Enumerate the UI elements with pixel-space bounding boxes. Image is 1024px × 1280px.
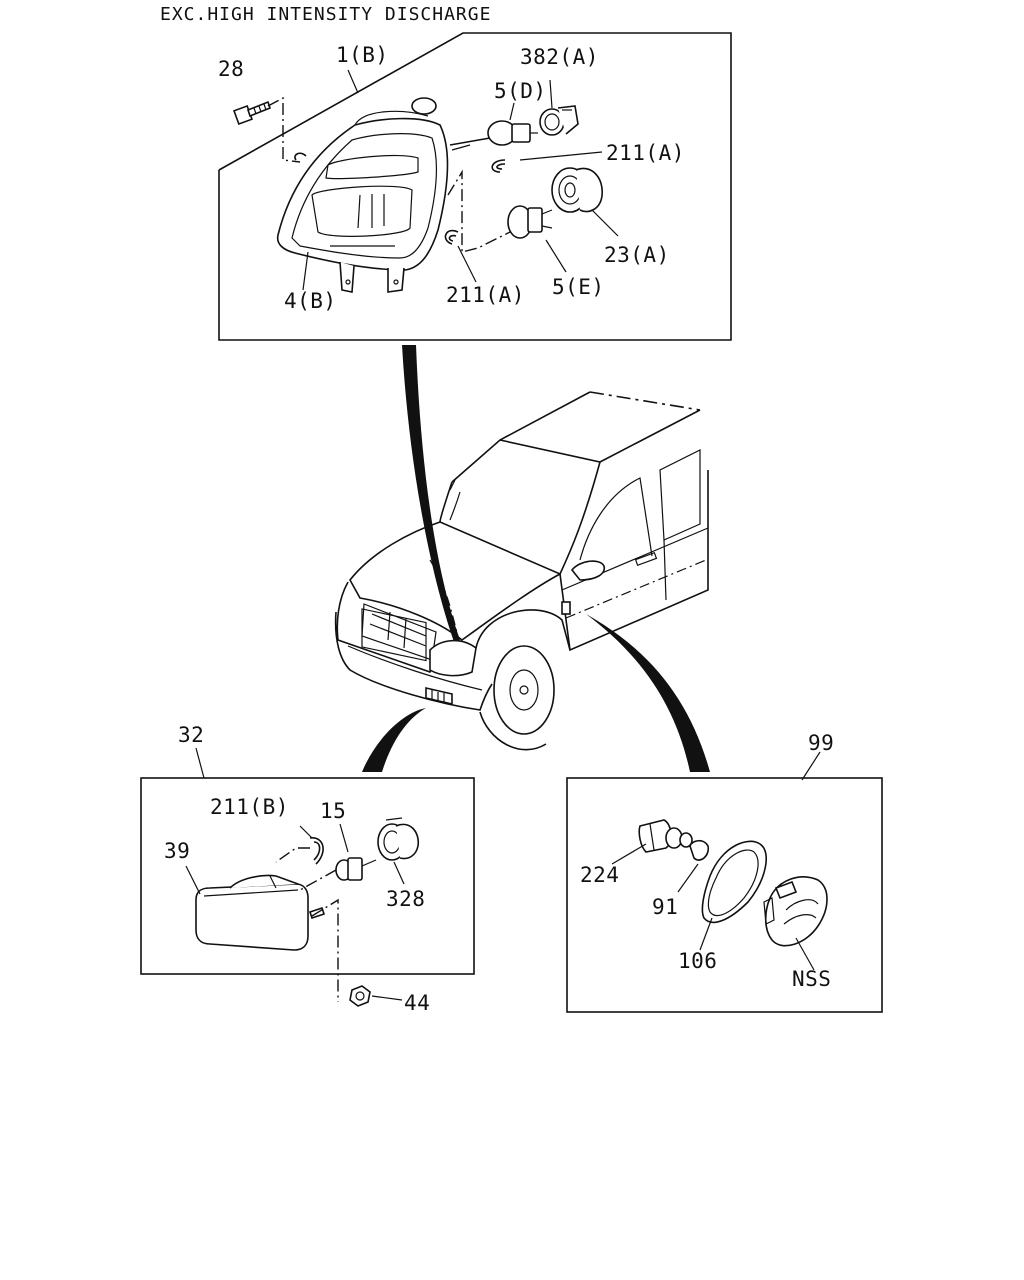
label-1b: 1(B): [336, 43, 389, 67]
label-224: 224: [580, 863, 619, 887]
label-382a: 382(A): [520, 45, 599, 69]
side-marker-assembly-box: [566, 751, 883, 1013]
bolt-28: [233, 96, 301, 163]
headlamp-assembly-box: [218, 32, 732, 341]
headlamp-callout-pointer: [402, 345, 460, 642]
label-32: 32: [178, 723, 204, 747]
label-99: 99: [808, 731, 834, 755]
clip-211b: [275, 825, 324, 865]
side-marker-lens-nss: [763, 876, 828, 971]
label-44: 44: [404, 991, 430, 1015]
socket-328: [377, 817, 420, 885]
label-5e: 5(E): [552, 275, 605, 299]
clip-211a-top: [491, 159, 506, 173]
label-5d: 5(D): [494, 79, 547, 103]
diagram-title: EXC.HIGH INTENSITY DISCHARGE: [160, 4, 491, 25]
side-marker-callout-pointer: [586, 614, 710, 772]
foglamp-callout-pointer: [362, 708, 426, 772]
vehicle-illustration: [334, 391, 709, 751]
label-23a: 23(A): [604, 243, 670, 267]
label-106: 106: [678, 949, 717, 973]
label-91: 91: [652, 895, 678, 919]
gasket-106: [699, 840, 768, 951]
bulb-5d: [487, 120, 538, 146]
label-4b: 4(B): [284, 289, 337, 313]
socket-224: [611, 819, 693, 865]
foglamp-assembly-box: [140, 747, 475, 975]
label-211a-bottom: 211(A): [446, 283, 525, 307]
socket-382a: [539, 105, 579, 136]
headlamp-leaders: [302, 69, 619, 291]
foglamp-housing: [195, 874, 326, 951]
bulb-91: [677, 839, 710, 893]
bulb-5e: [507, 205, 553, 239]
clip-211a-bottom: [444, 229, 459, 245]
label-211a-top: 211(A): [606, 141, 685, 165]
label-15: 15: [320, 799, 346, 823]
bulb-15: [335, 823, 377, 881]
label-39: 39: [164, 839, 190, 863]
socket-23a: [551, 167, 603, 213]
label-nss: NSS: [792, 967, 831, 991]
label-328: 328: [386, 887, 425, 911]
label-28: 28: [218, 57, 244, 81]
nut-44: [311, 898, 403, 1007]
headlamp-housing: [276, 97, 449, 293]
label-211b: 211(B): [210, 795, 289, 819]
